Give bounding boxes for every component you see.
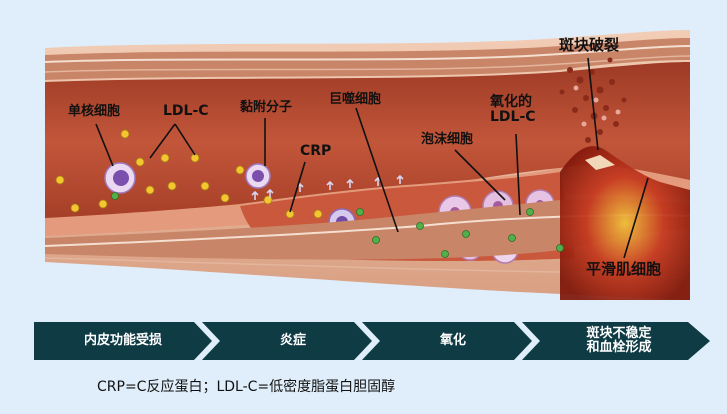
- stage-plaque-instability: 斑块不稳定 和血栓形成: [586, 326, 652, 355]
- stage-inflammation: 炎症: [279, 333, 306, 348]
- rupture-debris: [559, 57, 627, 143]
- label-macrophage: 巨噬细胞: [329, 92, 382, 107]
- rupture-debris-light: [573, 85, 621, 127]
- stage-endothelial-dysfunction: 内皮功能受损: [83, 333, 162, 348]
- adhering-monocyte: [245, 163, 271, 189]
- pointer-lines: [95, 57, 649, 259]
- label-crp: CRP: [300, 143, 332, 159]
- label-ldl-c: LDL-C: [163, 103, 209, 119]
- monocyte-cell: [104, 162, 136, 194]
- abbreviation-footnote: CRP=C反应蛋白；LDL-C=低密度脂蛋白胆固醇: [97, 379, 396, 395]
- oxidized-ldl-particles: [111, 192, 564, 258]
- label-monocyte: 单核细胞: [68, 104, 121, 119]
- label-oxidized-ldl: 氧化的 LDL-C: [490, 94, 536, 125]
- label-smooth-muscle: 平滑肌细胞: [586, 260, 662, 278]
- ldl-particles: [55, 129, 323, 219]
- label-adhesion-molecule: 黏附分子: [240, 100, 293, 115]
- artery-illustration: [44, 30, 691, 300]
- stage-progression: 内皮功能受损 炎症 氧化 斑块不稳定 和血栓形成: [34, 322, 710, 360]
- plaque-rupture-region: [560, 146, 690, 300]
- adhesion-molecules: [251, 174, 404, 200]
- label-foam-cell: 泡沫细胞: [421, 132, 474, 147]
- label-plaque-rupture: 斑块破裂: [559, 36, 620, 54]
- stage-arrows: [34, 322, 710, 360]
- stage-oxidation: 氧化: [439, 333, 466, 348]
